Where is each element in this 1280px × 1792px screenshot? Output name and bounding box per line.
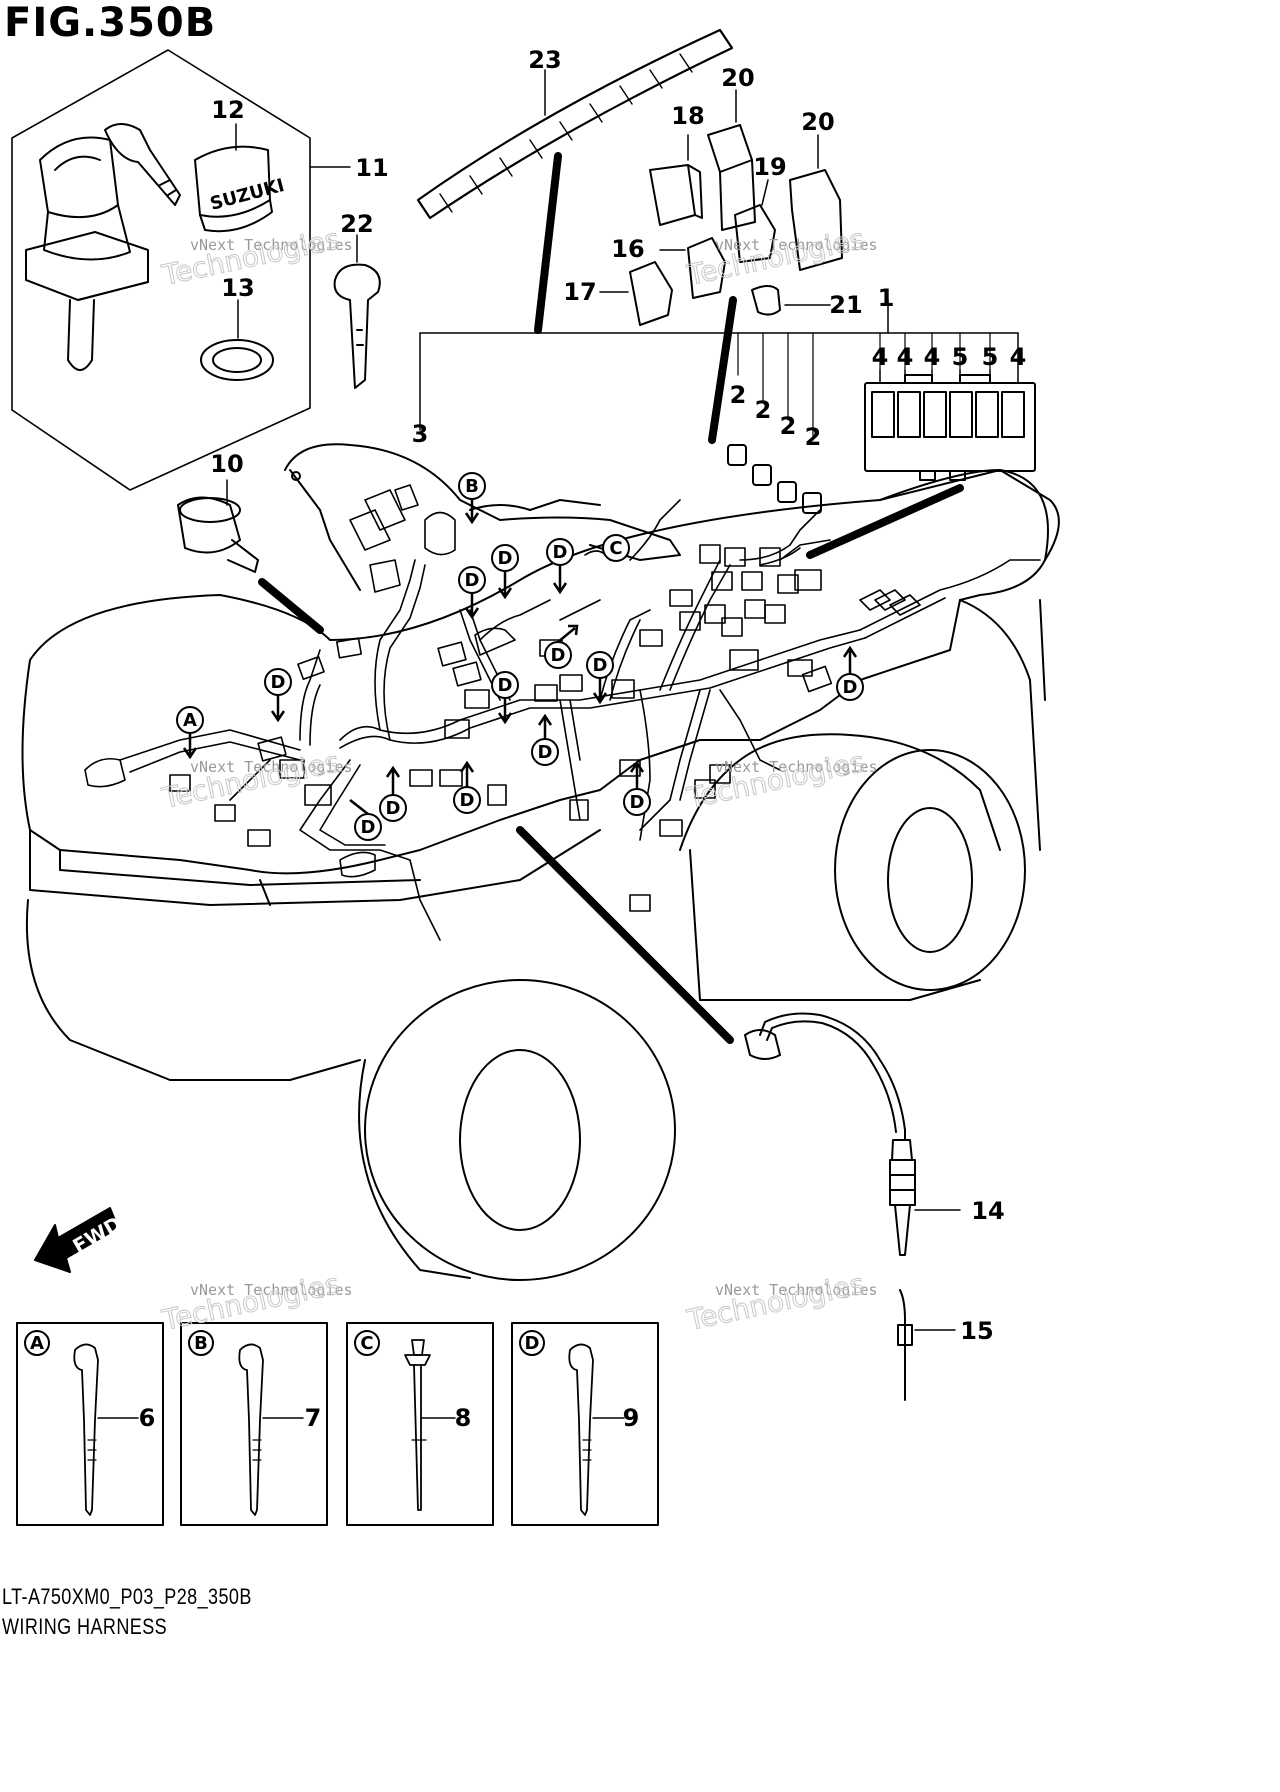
- spare-key: [333, 234, 381, 389]
- callout-4: 4: [897, 343, 914, 371]
- watermark-text: vNext Technologies: [190, 1281, 353, 1299]
- detail-box-letter-a: A: [30, 1333, 44, 1354]
- svg-text:D: D: [465, 570, 480, 591]
- callout-20: 20: [721, 64, 754, 92]
- svg-text:D: D: [593, 655, 608, 676]
- svg-text:D: D: [271, 672, 286, 693]
- callout-2: 2: [805, 423, 822, 451]
- callout-17: 17: [563, 278, 596, 306]
- svg-text:D: D: [361, 817, 376, 838]
- watermark-outline: Technologies: [159, 1267, 343, 1337]
- atv-body: [21, 443, 1060, 1281]
- fuse-box-group: [419, 299, 1036, 559]
- clamp-marker-c: C: [602, 534, 630, 562]
- callout-6: 6: [139, 1404, 156, 1432]
- callout-2: 2: [780, 412, 797, 440]
- detail-box-b: [180, 1322, 328, 1526]
- svg-text:D: D: [386, 798, 401, 819]
- watermark-text: vNext Technologies: [190, 758, 353, 776]
- callout-12: 12: [211, 96, 244, 124]
- svg-text:D: D: [843, 677, 858, 698]
- oxygen-sensor: [744, 1012, 961, 1401]
- detail-box-letter-b: B: [194, 1333, 208, 1354]
- callout-7: 7: [305, 1404, 322, 1432]
- clamp-marker-a: A: [176, 706, 204, 760]
- callout-2: 2: [730, 381, 747, 409]
- callout-5: 5: [952, 343, 969, 371]
- detail-box-letter-d: D: [525, 1333, 540, 1354]
- callout-16: 16: [611, 235, 644, 263]
- connectors: [84, 484, 921, 912]
- callout-10: 10: [210, 450, 243, 478]
- callout-13: 13: [221, 274, 254, 302]
- svg-text:SUZUKI: SUZUKI: [208, 175, 287, 215]
- svg-text:A: A: [183, 710, 197, 731]
- callout-4: 4: [872, 343, 889, 371]
- ignition-switch-group: SUZUKI: [11, 49, 351, 491]
- watermarks: vNext Technologies Technologies vNext Te…: [158, 222, 878, 1338]
- callout-14: 14: [971, 1197, 1004, 1225]
- svg-text:D: D: [538, 742, 553, 763]
- callout-5: 5: [982, 343, 999, 371]
- svg-text:D: D: [553, 542, 568, 563]
- callout-20: 20: [801, 108, 834, 136]
- detail-box-d: [511, 1322, 659, 1526]
- svg-text:D: D: [498, 675, 513, 696]
- watermark-text: vNext Technologies: [190, 236, 353, 254]
- forward-arrow: [34, 1207, 119, 1273]
- detail-box-c: [346, 1322, 494, 1526]
- svg-text:D: D: [630, 792, 645, 813]
- detail-box-a: [16, 1322, 164, 1526]
- callout-19: 19: [753, 153, 786, 181]
- watermark-text: vNext Technologies: [715, 758, 878, 776]
- callout-2: 2: [755, 396, 772, 424]
- callout-11: 11: [355, 154, 388, 182]
- diagram-code: LT-A750XM0_P03_P28_350B: [2, 1584, 252, 1609]
- callout-18: 18: [671, 102, 704, 130]
- watermark-text: vNext Technologies: [715, 1281, 878, 1299]
- detail-box-letters: A B C D: [24, 1330, 545, 1356]
- watermark-text: vNext Technologies: [715, 236, 878, 254]
- callout-22: 22: [340, 210, 373, 238]
- callout-4: 4: [924, 343, 941, 371]
- svg-text:C: C: [609, 538, 622, 559]
- callout-3: 3: [412, 420, 429, 448]
- callout-8: 8: [455, 1404, 472, 1432]
- callout-4: 4: [1010, 343, 1027, 371]
- svg-text:B: B: [465, 476, 479, 497]
- callout-9: 9: [623, 1404, 640, 1432]
- clamp-marker-b: B: [458, 472, 486, 525]
- accessory-socket: [177, 479, 324, 634]
- callout-15: 15: [960, 1317, 993, 1345]
- callout-21: 21: [829, 291, 862, 319]
- svg-text:D: D: [498, 548, 513, 569]
- corrugated-tube: [416, 28, 734, 334]
- callout-labels: 1 2 2 2 2 3 4 4 4 5 5 4 6 7 8 9 10 11 12…: [139, 46, 1027, 1432]
- watermark-outline: Technologies: [684, 745, 868, 815]
- figure-title: FIG.350B: [4, 0, 217, 46]
- callout-23: 23: [528, 46, 561, 74]
- diagram-name: WIRING HARNESS: [2, 1614, 168, 1639]
- clamp-markers: A B C D D D D D D D D D D: [176, 472, 864, 841]
- detail-box-letter-c: C: [360, 1333, 373, 1354]
- watermark-outline: Technologies: [684, 1267, 868, 1337]
- svg-text:D: D: [551, 645, 566, 666]
- clamp-marker-d-labels: D D D D D D D D D D D D D: [271, 542, 858, 838]
- callout-1: 1: [878, 284, 895, 312]
- clamp-arrows: [270, 565, 858, 815]
- relay-group: [599, 89, 843, 444]
- svg-text:D: D: [460, 790, 475, 811]
- main-harness: [119, 499, 1041, 941]
